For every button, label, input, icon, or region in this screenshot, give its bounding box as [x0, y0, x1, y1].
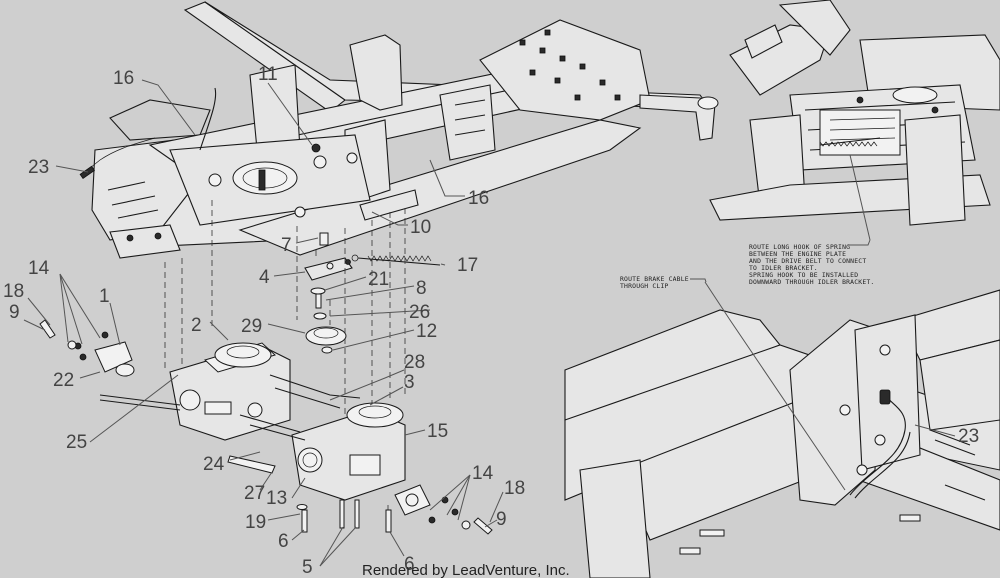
callout-12: 12: [416, 321, 437, 342]
callout-16a: 16: [113, 68, 134, 89]
callout-2: 2: [191, 315, 202, 336]
spring-note-line-5: SPRING HOOK TO BE INSTALLED: [749, 271, 858, 279]
axle-shafts: [99, 394, 276, 474]
callout-11: 11: [258, 64, 278, 85]
callout-7: 7: [281, 235, 292, 256]
callout-13: 13: [266, 488, 287, 509]
idler-hardware: [304, 232, 441, 354]
callout-4: 4: [259, 267, 270, 288]
callout-1: 1: [99, 286, 110, 307]
callout-9b: 9: [496, 509, 507, 530]
hub-left: [39, 319, 135, 377]
callout-22: 22: [53, 370, 74, 391]
callout-14a: 14: [28, 258, 50, 279]
footer-credit: Rendered by LeadVenture, Inc.: [362, 562, 570, 578]
inset-engine-plate: [709, 0, 1000, 241]
inset-brake-cable: [564, 281, 1000, 578]
hub-right: [394, 484, 493, 535]
leader-lines: [23, 79, 956, 567]
callout-6a: 6: [278, 531, 289, 552]
callout-18b: 18: [504, 478, 525, 499]
callout-24: 24: [203, 454, 225, 475]
callout-3: 3: [404, 372, 415, 393]
brake-note-line-2: THROUGH CLIP: [620, 282, 669, 290]
spring-note-line-1: ROUTE LONG HOOK OF SPRING: [749, 243, 850, 251]
callout-15: 15: [427, 421, 448, 442]
callout-14b: 14: [472, 463, 494, 484]
spring-note-line-6: DOWNWARD THROUGH IDLER BRACKET.: [749, 278, 874, 286]
callout-19: 19: [245, 512, 266, 533]
spring-note-line-4: TO IDLER BRACKET.: [749, 264, 818, 272]
right-transaxle: [239, 402, 406, 501]
callout-27: 27: [244, 483, 265, 504]
callout-17: 17: [457, 255, 478, 276]
callout-8: 8: [416, 278, 427, 299]
callout-10: 10: [410, 217, 431, 238]
callout-23b: 23: [958, 426, 979, 447]
brake-note: ROUTE BRAKE CABLE THROUGH CLIP: [620, 275, 707, 290]
callout-16b: 16: [468, 188, 489, 209]
left-transaxle: [169, 342, 361, 441]
spring-note: ROUTE LONG HOOK OF SPRING BETWEEN THE EN…: [749, 239, 874, 286]
callout-5: 5: [302, 557, 313, 578]
callout-25: 25: [66, 432, 87, 453]
callout-6b: 6: [404, 554, 415, 575]
callout-numbers: 16 11 23 16 10 7 17 4 21 8 26 14 18 1 9 …: [3, 64, 979, 578]
spring-note-line-2: BETWEEN THE ENGINE PLATE: [749, 250, 846, 258]
callout-21: 21: [368, 269, 389, 290]
callout-29: 29: [241, 316, 262, 337]
mower-frame: [79, 1, 719, 259]
callout-28: 28: [404, 352, 425, 373]
bolts: [296, 499, 392, 533]
callout-23a: 23: [28, 157, 49, 178]
callout-26: 26: [409, 302, 430, 323]
brake-note-line-1: ROUTE BRAKE CABLE: [620, 275, 689, 283]
callout-18a: 18: [3, 281, 24, 302]
callout-9a: 9: [9, 302, 20, 323]
spring-note-line-3: AND THE DRIVE BELT TO CONNECT: [749, 257, 866, 265]
